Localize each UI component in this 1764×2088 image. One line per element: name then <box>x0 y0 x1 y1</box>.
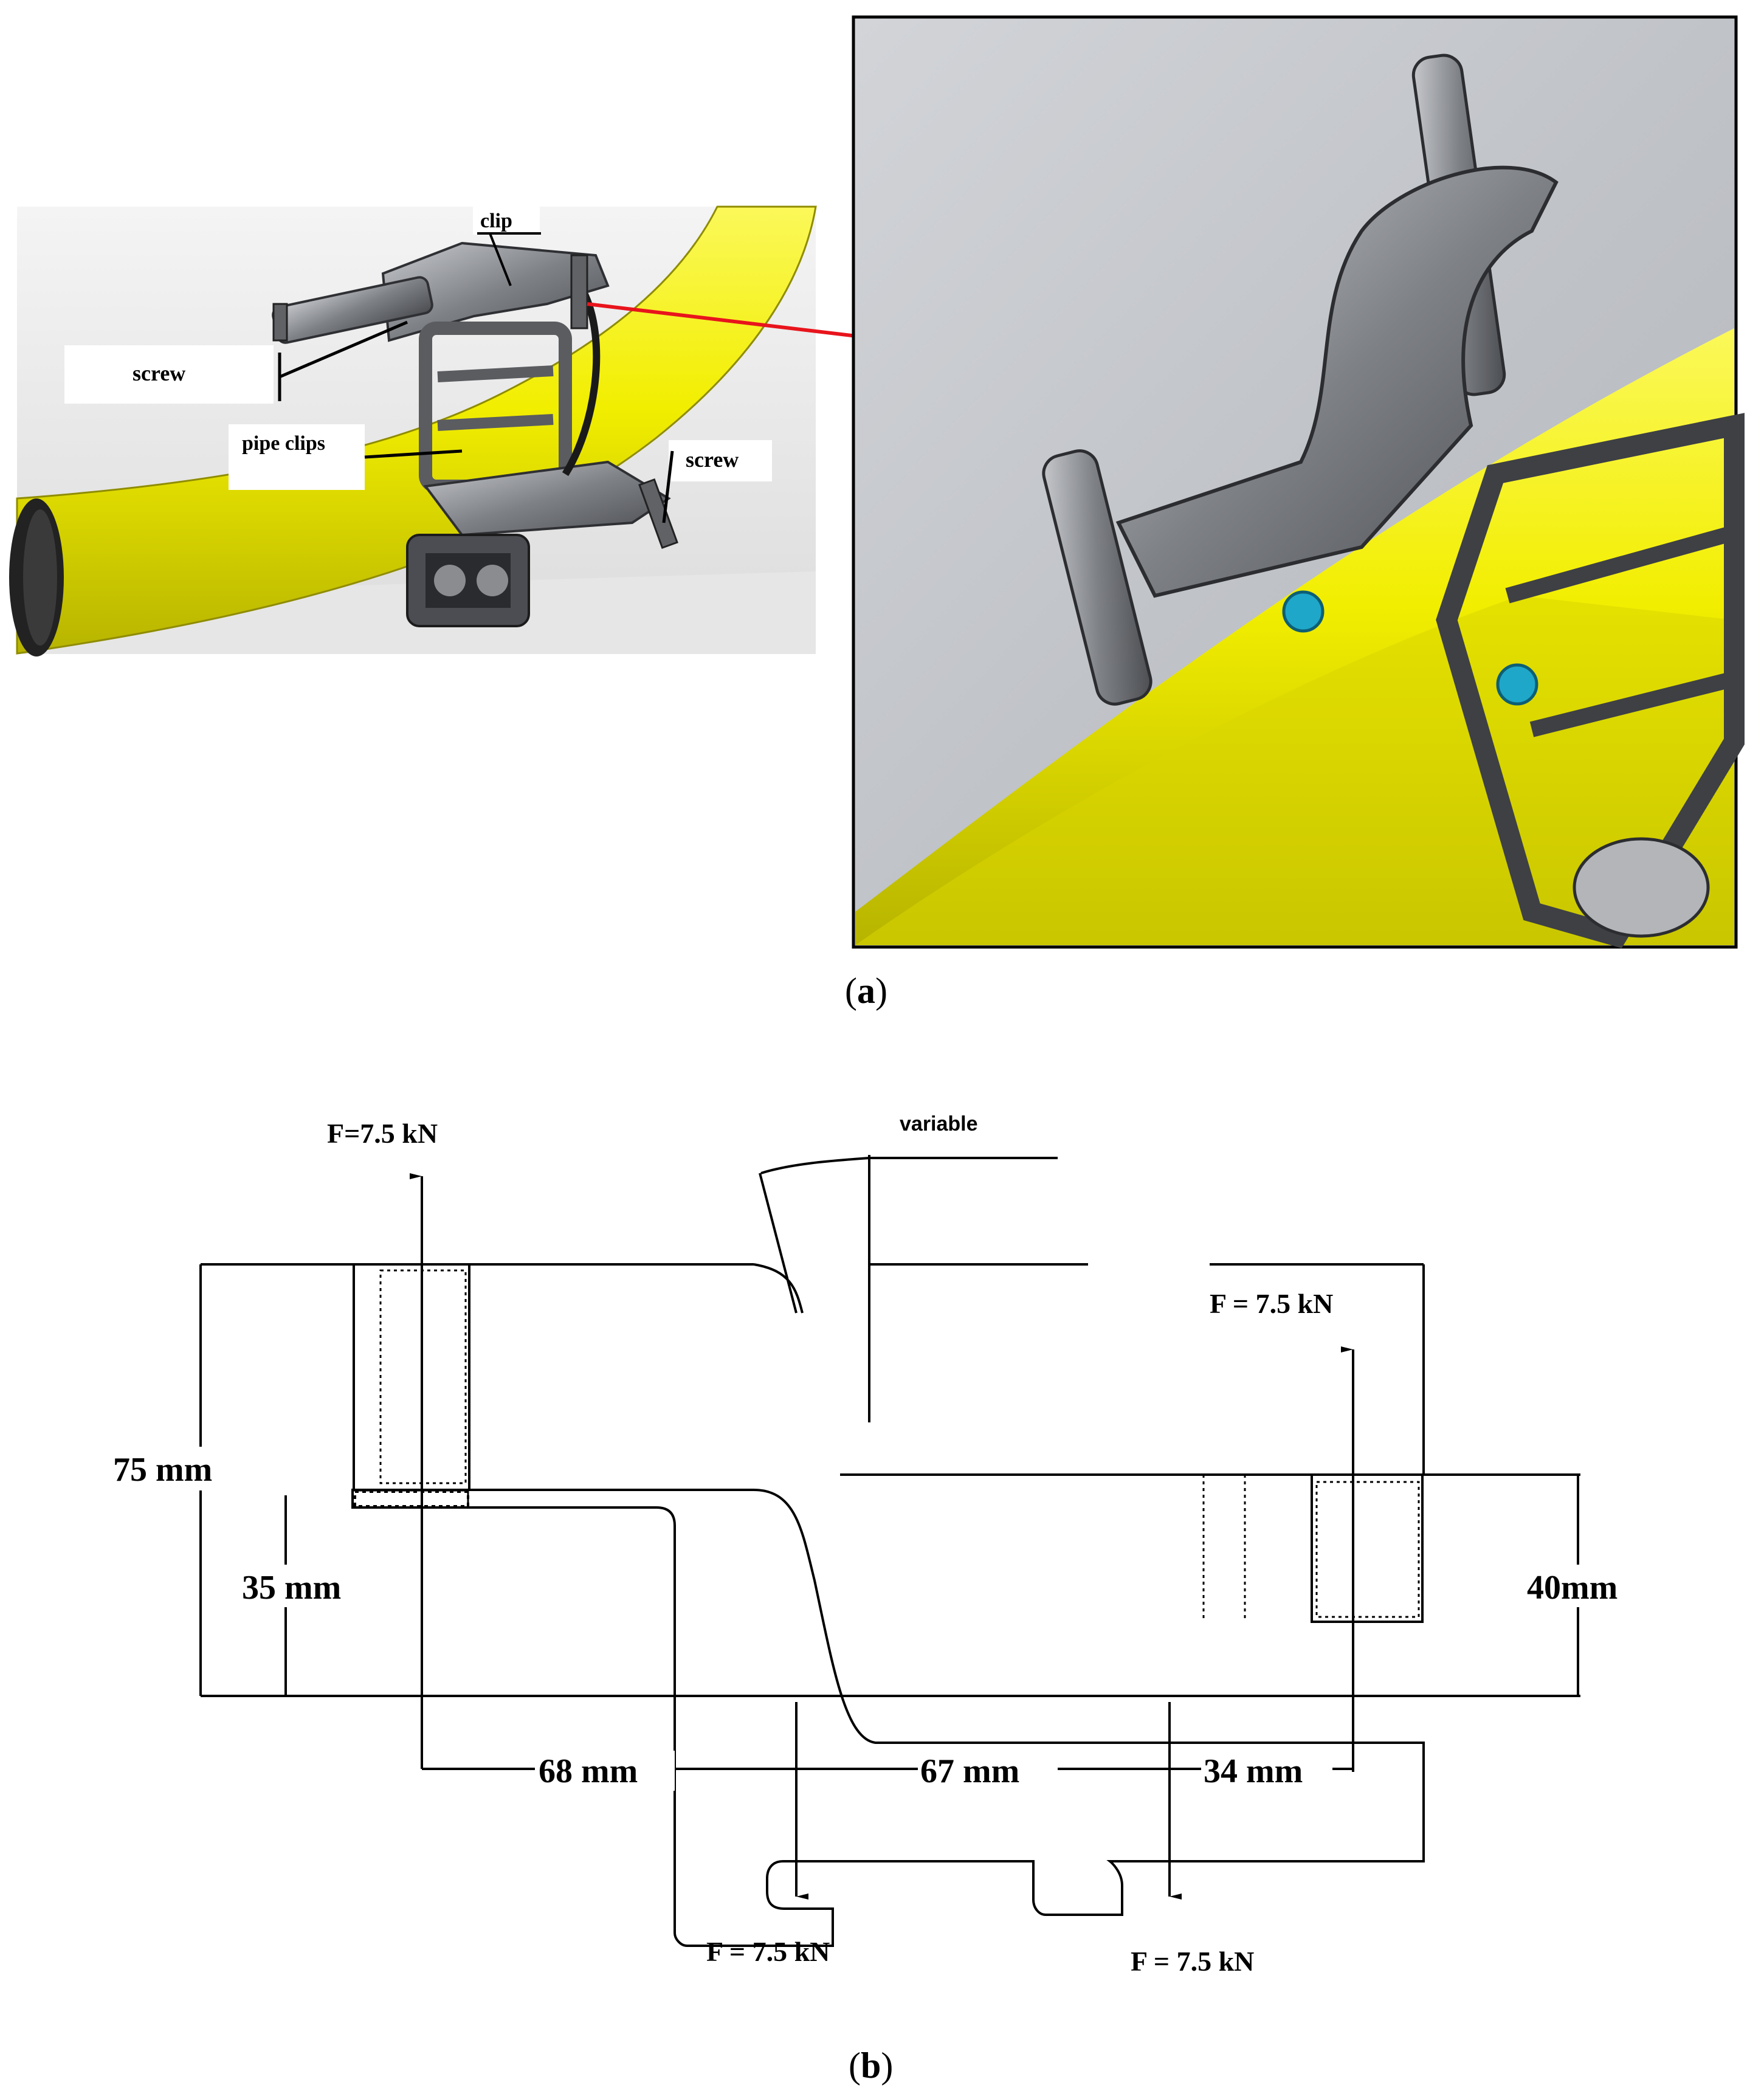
caption-a: (a) <box>845 971 887 1011</box>
panel-a: clip screw pipe clips screw <box>9 15 1745 1011</box>
variable-label: variable <box>900 1112 978 1135</box>
force-label-top-left: F=7.5 kN <box>327 1118 438 1149</box>
label-screw-right: screw <box>662 440 772 523</box>
zoom-render <box>852 15 1745 949</box>
force-label-bottom-mid: F = 7.5 kN <box>706 1936 830 1967</box>
svg-text:clip: clip <box>480 210 512 232</box>
dim-label-34: 34 mm <box>1204 1752 1303 1790</box>
svg-text:screw: screw <box>686 447 739 472</box>
label-pipe-clips: pipe clips <box>229 424 463 490</box>
assembly-render: clip screw pipe clips screw <box>9 205 817 656</box>
dim-label-40: 40mm <box>1527 1569 1618 1607</box>
dim-label-35: 35 mm <box>242 1569 341 1607</box>
label-screw-left: screw <box>64 320 408 404</box>
svg-text:pipe clips: pipe clips <box>242 432 325 455</box>
force-label-bottom-right: F = 7.5 kN <box>1131 1946 1254 1977</box>
left-hole <box>351 1489 469 1509</box>
panel-b <box>199 1155 1580 1947</box>
label-clip: clip <box>473 207 541 286</box>
dim-label-68: 68 mm <box>539 1752 638 1790</box>
dim-label-67: 67 mm <box>920 1752 1019 1790</box>
caption-b: (b) <box>849 2045 893 2086</box>
part-outline <box>351 1489 1425 1947</box>
clamp-assembly <box>272 241 678 627</box>
force-label-top-right: F = 7.5 kN <box>1210 1288 1333 1319</box>
panel-b-labels: F=7.5 kN variable F = 7.5 kN 75 mm 35 mm… <box>109 1112 1641 2086</box>
variable-angle-guide <box>753 1173 804 1314</box>
dim-label-75: 75 mm <box>113 1451 212 1489</box>
svg-text:screw: screw <box>133 361 185 385</box>
